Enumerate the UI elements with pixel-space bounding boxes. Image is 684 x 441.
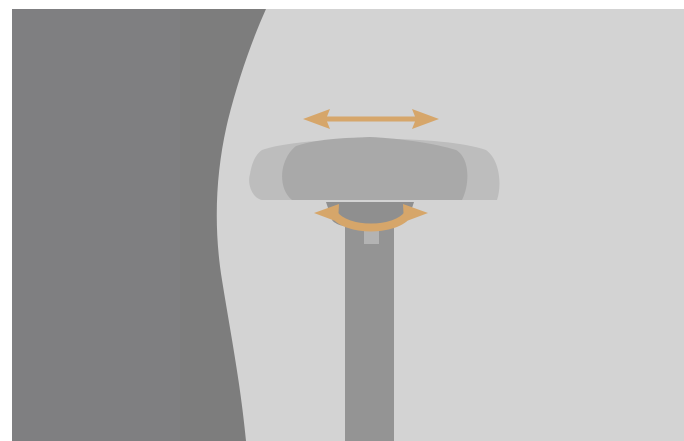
saddle [282, 137, 468, 200]
seat-post-notch [364, 230, 379, 244]
double-headed-horizontal-arrow-icon [303, 109, 439, 129]
wall-shadow-band [12, 9, 180, 441]
curved-double-headed-arrow-icon [314, 204, 428, 232]
seat-post [345, 226, 394, 441]
